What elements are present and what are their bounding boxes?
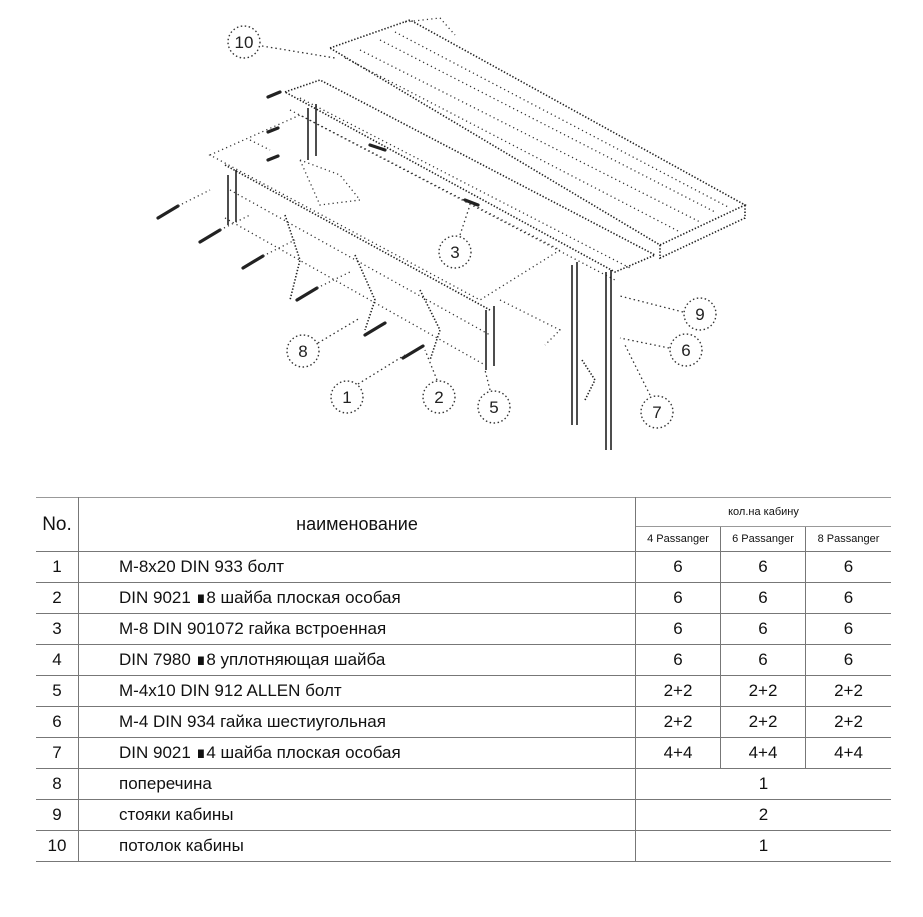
column-header-8-passenger: 8 Passanger [805, 526, 891, 552]
svg-text:8: 8 [298, 342, 307, 361]
row-number: 9 [36, 799, 79, 831]
row-number: 4 [36, 644, 79, 676]
column-header-6-passenger: 6 Passanger [720, 526, 806, 552]
qty-4-passenger: 6 [635, 582, 721, 614]
table-row: 2 DIN 9021 ∎8 шайба плоская особая 6 6 6 [36, 582, 891, 614]
qty-6-passenger: 6 [720, 644, 806, 676]
callout-6: 6 [619, 333, 703, 367]
row-number: 3 [36, 613, 79, 645]
crossbar-frame [208, 114, 562, 370]
qty-total: 2 [635, 799, 891, 831]
part-name: DIN 9021 ∎8 шайба плоская особая [78, 582, 636, 614]
parts-table: No. наименование кол.на кабину 4 Passang… [36, 497, 891, 862]
column-header-qty-group: кол.на кабину [635, 497, 891, 527]
svg-text:7: 7 [652, 403, 661, 422]
qty-6-passenger: 6 [720, 582, 806, 614]
part-name: M-8 DIN 901072 гайка встроенная [78, 613, 636, 645]
callout-2: 2 [422, 349, 456, 414]
table-row: 4 DIN 7980 ∎8 уплотняющая шайба 6 6 6 [36, 644, 891, 676]
svg-text:2: 2 [434, 388, 443, 407]
row-number: 1 [36, 551, 79, 583]
svg-text:9: 9 [695, 305, 704, 324]
table-row: 3 M-8 DIN 901072 гайка встроенная 6 6 6 [36, 613, 891, 645]
table-row: 7 DIN 9021 ∎4 шайба плоская особая 4+4 4… [36, 737, 891, 769]
svg-text:3: 3 [450, 243, 459, 262]
part-name: DIN 9021 ∎4 шайба плоская особая [78, 737, 636, 769]
table-row: 5 M-4x10 DIN 912 ALLEN болт 2+2 2+2 2+2 [36, 675, 891, 707]
qty-8-passenger: 2+2 [805, 675, 891, 707]
row-number: 5 [36, 675, 79, 707]
callout-1: 1 [330, 354, 406, 414]
row-number: 10 [36, 830, 79, 862]
part-name: M-8x20 DIN 933 болт [78, 551, 636, 583]
qty-6-passenger: 4+4 [720, 737, 806, 769]
qty-4-passenger: 2+2 [635, 675, 721, 707]
row-number: 6 [36, 706, 79, 738]
part-name: M-4x10 DIN 912 ALLEN болт [78, 675, 636, 707]
svg-text:6: 6 [681, 341, 690, 360]
table-row: 6 M-4 DIN 934 гайка шестиугольная 2+2 2+… [36, 706, 891, 738]
bolts [156, 90, 480, 360]
qty-6-passenger: 2+2 [720, 675, 806, 707]
cabin-ceiling-panel [328, 17, 747, 260]
qty-6-passenger: 6 [720, 551, 806, 583]
qty-8-passenger: 2+2 [805, 706, 891, 738]
upper-beam [283, 79, 657, 281]
qty-6-passenger: 2+2 [720, 706, 806, 738]
table-row: 10 потолок кабины 1 [36, 830, 891, 862]
qty-total: 1 [635, 830, 891, 862]
qty-4-passenger: 6 [635, 551, 721, 583]
callout-5: 5 [477, 369, 511, 424]
assembly-drawing: 10 3 9 6 8 1 2 5 7 [156, 17, 747, 450]
qty-4-passenger: 2+2 [635, 706, 721, 738]
qty-total: 1 [635, 768, 891, 800]
callout-9: 9 [619, 295, 717, 331]
table-row: 8 поперечина 1 [36, 768, 891, 800]
part-name: поперечина [78, 768, 636, 800]
column-header-no: No. [36, 497, 79, 552]
column-header-4-passenger: 4 Passanger [635, 526, 721, 552]
callout-8: 8 [286, 317, 361, 368]
row-number: 2 [36, 582, 79, 614]
qty-8-passenger: 6 [805, 613, 891, 645]
qty-8-passenger: 6 [805, 644, 891, 676]
part-name: DIN 7980 ∎8 уплотняющая шайба [78, 644, 636, 676]
qty-4-passenger: 6 [635, 613, 721, 645]
callout-3: 3 [438, 204, 472, 269]
column-header-name: наименование [78, 497, 636, 552]
part-name: M-4 DIN 934 гайка шестиугольная [78, 706, 636, 738]
qty-4-passenger: 4+4 [635, 737, 721, 769]
qty-8-passenger: 6 [805, 551, 891, 583]
qty-8-passenger: 4+4 [805, 737, 891, 769]
svg-text:10: 10 [235, 33, 254, 52]
qty-4-passenger: 6 [635, 644, 721, 676]
row-number: 7 [36, 737, 79, 769]
callout-7: 7 [624, 344, 674, 429]
qty-6-passenger: 6 [720, 613, 806, 645]
part-name: потолок кабины [78, 830, 636, 862]
svg-text:1: 1 [342, 388, 351, 407]
callout-10: 10 [227, 25, 336, 59]
table-row: 9 стояки кабины 2 [36, 799, 891, 831]
table-subheader-row: 4 Passanger 6 Passanger 8 Passanger [36, 526, 891, 552]
table-header-row: No. наименование кол.на кабину [36, 497, 891, 552]
part-name: стояки кабины [78, 799, 636, 831]
qty-8-passenger: 6 [805, 582, 891, 614]
svg-text:5: 5 [489, 398, 498, 417]
cabin-posts [571, 262, 612, 450]
table-row: 1 M-8x20 DIN 933 болт 6 6 6 [36, 551, 891, 583]
row-number: 8 [36, 768, 79, 800]
